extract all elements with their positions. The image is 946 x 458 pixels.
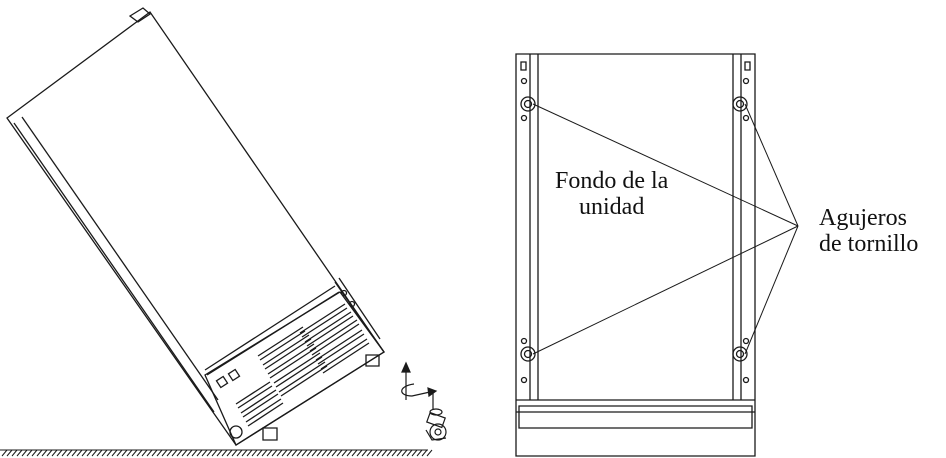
kick-panel [205, 292, 384, 445]
screw-hole-bottom-right [733, 347, 747, 361]
cabinet-body [7, 12, 384, 445]
unit-caster-1 [263, 428, 277, 440]
control-button-1 [216, 376, 227, 387]
vent-slots-middle [258, 327, 327, 396]
door-edge-inner [22, 117, 218, 400]
screw-holes-label-line1: Agujeros [819, 205, 907, 231]
unit-bottom-label-line2: unidad [579, 194, 645, 220]
screw-holes-label-line2: de tornillo [819, 231, 919, 257]
unit-bottom-label-line1: Fondo de la [555, 168, 669, 194]
unit-bottom-label: Fondo de la unidad [555, 168, 668, 220]
control-button-2 [228, 369, 239, 380]
side-strip-inner [339, 278, 380, 339]
screw-hole-top-right [733, 97, 747, 111]
vent-slots-upper [300, 304, 369, 373]
door-edge [14, 123, 214, 412]
rotate-arrow-icon [402, 363, 436, 400]
unit-bottom-view [516, 54, 755, 456]
screw-holes-label: Agujeros de tornillo [819, 205, 918, 257]
panel-separator [205, 286, 335, 370]
bottom-kick-plate [519, 406, 752, 428]
cabinet-top-handle [130, 8, 150, 22]
screw-hole-bottom-left [521, 347, 535, 361]
bottom-outer-frame [516, 54, 755, 456]
unit-foot-front [230, 426, 242, 438]
screw-hole-top-left [521, 97, 535, 111]
leader-lines [533, 104, 798, 354]
unit-caster-2 [366, 355, 379, 366]
floor [0, 450, 432, 456]
vent-slots-lower [236, 382, 283, 426]
caster-wheel-icon [426, 392, 446, 440]
tilted-unit [7, 8, 384, 445]
